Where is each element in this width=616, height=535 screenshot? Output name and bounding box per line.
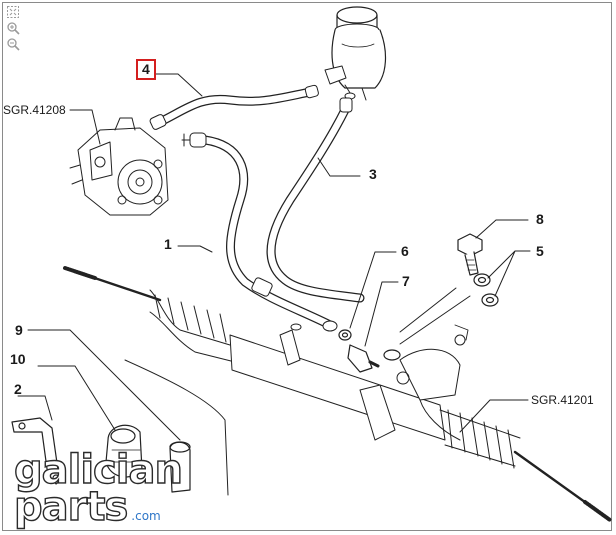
fluid-reservoir bbox=[324, 6, 387, 101]
reference-pump[interactable]: SGR.41208 bbox=[3, 103, 66, 117]
watermark-logo: galician parts.com bbox=[13, 447, 183, 527]
callout-5[interactable]: 5 bbox=[536, 243, 544, 259]
reference-rack[interactable]: SGR.41201 bbox=[531, 393, 594, 407]
union-fitting-7 bbox=[347, 344, 401, 373]
callout-10[interactable]: 10 bbox=[10, 351, 26, 367]
callout-9[interactable]: 9 bbox=[15, 322, 23, 338]
callout-7[interactable]: 7 bbox=[402, 273, 410, 289]
hose-4 bbox=[149, 84, 319, 130]
callout-8[interactable]: 8 bbox=[536, 211, 544, 227]
hose-3 bbox=[266, 97, 365, 303]
boot-clip-9 bbox=[169, 441, 191, 493]
callout-6[interactable]: 6 bbox=[401, 243, 409, 259]
zoom-in-icon[interactable] bbox=[6, 21, 20, 35]
callout-1[interactable]: 1 bbox=[164, 236, 172, 252]
banjo-bolt-8 bbox=[457, 233, 483, 276]
watermark-line-1: galician bbox=[13, 447, 183, 493]
leader-lines bbox=[17, 73, 531, 441]
fit-page-icon[interactable] bbox=[6, 5, 20, 19]
watermark-line-2: parts.com bbox=[13, 486, 182, 527]
mounting-bracket-2 bbox=[11, 417, 65, 485]
sealing-washers-5 bbox=[473, 273, 499, 307]
viewer-toolbar bbox=[6, 5, 22, 51]
callout-3[interactable]: 3 bbox=[369, 166, 377, 182]
zoom-out-icon[interactable] bbox=[6, 37, 20, 51]
seal-washer-6 bbox=[338, 329, 352, 341]
callout-4[interactable]: 4 bbox=[136, 59, 156, 80]
watermark-line-2-text: parts bbox=[13, 483, 129, 530]
hose-1 bbox=[181, 132, 338, 332]
callout-2[interactable]: 2 bbox=[14, 381, 22, 397]
power-steering-pump bbox=[69, 117, 169, 216]
watermark-suffix: .com bbox=[131, 508, 161, 523]
steering-rack bbox=[63, 266, 612, 522]
